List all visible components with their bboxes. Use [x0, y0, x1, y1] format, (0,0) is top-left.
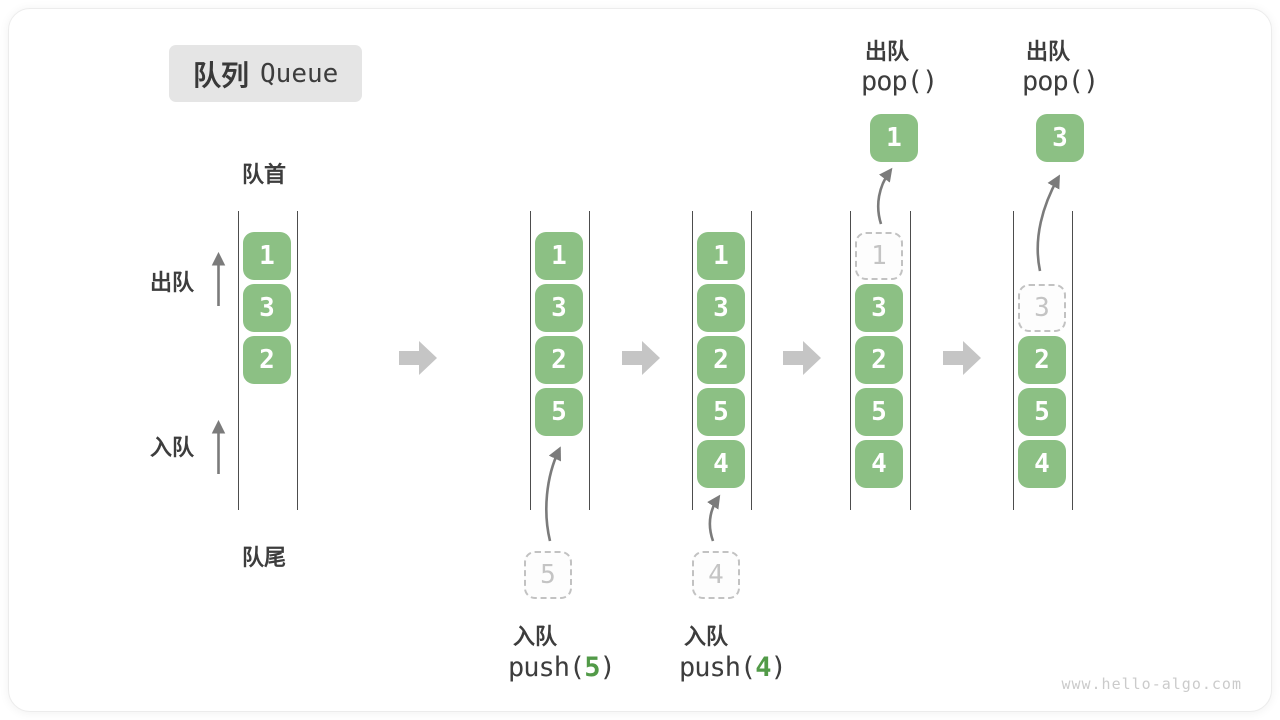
queue-cell: 3 [243, 284, 291, 332]
code-arg: 5 [584, 652, 600, 683]
label-dequeue-side: 出队 [150, 270, 195, 295]
queue-cell: 2 [243, 336, 291, 384]
push4-op-label: 入队 [684, 624, 729, 649]
queue-state-4: 1 3 2 5 4 [850, 211, 911, 510]
queue-cell: 3 [855, 284, 903, 332]
queue-cell: 3 [697, 284, 745, 332]
title-en: Queue [260, 58, 339, 89]
pop3-code: pop() [1022, 66, 1099, 97]
label-queue-front: 队首 [242, 162, 287, 187]
queue-cell: 5 [1018, 388, 1066, 436]
push4-code: push(4) [679, 652, 787, 683]
queue-state-1: 1 3 2 [238, 211, 298, 510]
figure-card [8, 8, 1272, 712]
label-enqueue-side: 入队 [150, 435, 195, 460]
queue-cell: 5 [535, 388, 583, 436]
pop3-op-label: 出队 [1026, 39, 1071, 64]
watermark: www.hello-algo.com [1061, 675, 1242, 693]
label-queue-rear: 队尾 [242, 545, 287, 570]
code-post: ) [770, 652, 787, 683]
queue-state-5: 3 2 5 4 [1013, 211, 1073, 510]
figure-title: 队列 Queue [169, 45, 363, 102]
code-arg: 4 [755, 652, 771, 683]
popped-value-cell: 1 [870, 114, 918, 162]
push5-op-label: 入队 [513, 624, 558, 649]
queue-cell-popped: 3 [1018, 284, 1066, 332]
queue-cell: 2 [697, 336, 745, 384]
queue-cell: 4 [855, 440, 903, 488]
queue-cell: 1 [243, 232, 291, 280]
queue-state-3: 1 3 2 5 4 [692, 211, 752, 510]
queue-cell: 2 [855, 336, 903, 384]
pending-enqueue-cell: 4 [692, 551, 740, 599]
popped-value-cell: 3 [1036, 114, 1084, 162]
code-post: ) [599, 652, 616, 683]
pending-enqueue-cell: 5 [524, 551, 572, 599]
queue-state-2: 1 3 2 5 [530, 211, 590, 510]
queue-cell: 2 [535, 336, 583, 384]
code-pre: push( [508, 652, 585, 683]
queue-cell: 1 [697, 232, 745, 280]
queue-cell: 2 [1018, 336, 1066, 384]
queue-cell: 4 [697, 440, 745, 488]
title-zh: 队列 [193, 59, 250, 91]
queue-cell: 4 [1018, 440, 1066, 488]
queue-cell: 5 [855, 388, 903, 436]
push5-code: push(5) [508, 652, 616, 683]
queue-cell: 5 [697, 388, 745, 436]
code-pre: push( [679, 652, 756, 683]
pop1-code: pop() [861, 66, 938, 97]
queue-cell: 3 [535, 284, 583, 332]
queue-cell-popped: 1 [855, 232, 903, 280]
queue-cell: 1 [535, 232, 583, 280]
pop1-op-label: 出队 [865, 39, 910, 64]
